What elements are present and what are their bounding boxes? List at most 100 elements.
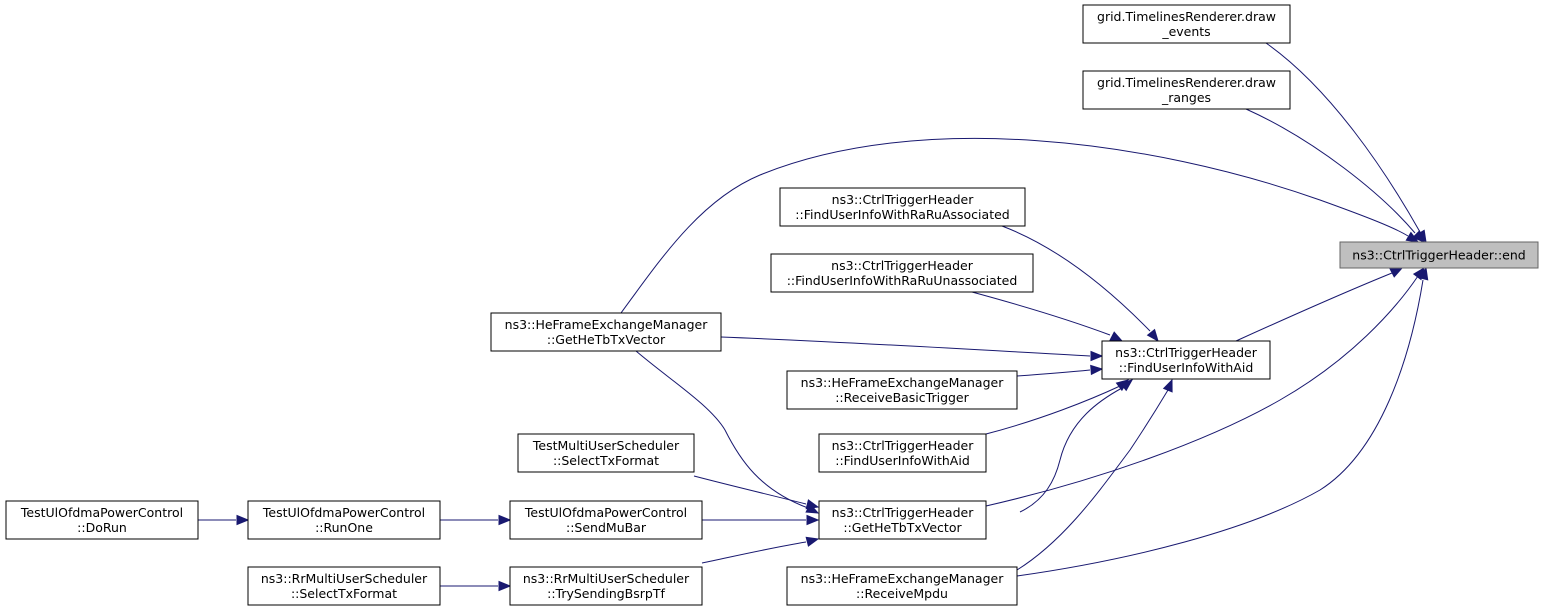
node-box [509,500,703,540]
edge-line [620,137,1409,314]
edge-ctrl_get_tb-to-find_aid [1019,379,1134,513]
node-box [1101,340,1271,380]
arrowhead-icon [498,514,512,526]
node-find-ra-assoc[interactable]: ns3::CtrlTriggerHeader::FindUserInfoWith… [779,187,1026,227]
arrowhead-icon [806,514,820,526]
edge-find_ra_assoc-to-find_aid [1001,225,1159,343]
node-label: ::FindUserInfoWithRaRuUnassociated [787,273,1018,288]
node-label: ::GetHeTbTxVector [843,520,962,535]
arrowhead-icon [1418,266,1429,281]
node-box [509,566,703,606]
edge-ctrl_get_tb-to-end [985,266,1425,507]
node-box [1339,241,1539,269]
node-label: TestMultiUserScheduler [532,438,680,453]
node-label: ns3::CtrlTriggerHeader [832,505,975,520]
arrowhead-icon [1090,364,1104,376]
arrowhead-icon [1162,378,1173,393]
node-hefem-recv-mpdu[interactable]: ns3::HeFrameExchangeManager::ReceiveMpdu [786,566,1018,606]
edge-line [635,350,809,509]
edge-line [1001,225,1151,332]
node-box [779,187,1026,227]
edge-line [1235,272,1393,342]
node-tmus-select[interactable]: TestMultiUserScheduler::SelectTxFormat [517,433,695,473]
edge-find_aid-to-end [1235,267,1404,342]
arrowhead-icon [1146,328,1159,343]
node-box [5,500,199,540]
edge-line [1245,108,1416,234]
edge-line [971,291,1111,336]
node-find-ra-unassoc[interactable]: ns3::CtrlTriggerHeader::FindUserInfoWith… [770,253,1034,293]
node-draw-events[interactable]: grid.TimelinesRenderer.draw_events [1082,4,1291,44]
edge-line [701,541,807,564]
edge-hefem_recv_basic-to-find_aid [1016,364,1104,377]
node-box [247,566,441,606]
node-label: ::RunOne [315,520,373,535]
edge-line [1016,369,1091,377]
node-rr-try[interactable]: ns3::RrMultiUserScheduler::TrySendingBsr… [509,566,703,606]
node-hefem-recv-basic[interactable]: ns3::HeFrameExchangeManager::ReceiveBasi… [786,370,1018,410]
node-tulo-send[interactable]: TestUlOfdmaPowerControl::SendMuBar [509,500,703,540]
node-label: ::TrySendingBsrpTf [547,586,665,601]
edge-hefem_get_tb-to-end [620,137,1420,314]
edge-draw_ranges-to-end [1245,108,1425,243]
node-rr-select[interactable]: ns3::RrMultiUserScheduler::SelectTxForma… [247,566,441,606]
edge-tulo_send-to-ctrl_get_tb [702,514,820,526]
node-label: ::FindUserInfoWithAid [1119,360,1254,375]
node-box [786,370,1018,410]
node-label: ::SelectTxFormat [553,453,659,468]
edge-line [720,336,1091,357]
node-find-aid[interactable]: ns3::CtrlTriggerHeader::FindUserInfoWith… [1101,340,1271,380]
node-label: grid.TimelinesRenderer.draw [1097,9,1276,24]
node-label: ns3::RrMultiUserScheduler [523,571,690,586]
arrowhead-icon [1119,379,1134,392]
arrowhead-icon [1109,331,1124,342]
edge-line [985,385,1121,435]
node-end[interactable]: ns3::CtrlTriggerHeader::end [1339,241,1539,269]
node-tulo-dorun[interactable]: TestUlOfdmaPowerControl::DoRun [5,500,199,540]
node-box [490,312,722,352]
nodes-layer: ns3::CtrlTriggerHeader::end grid.Timeline… [5,4,1539,606]
node-label: ::SelectTxFormat [291,586,397,601]
node-label: ns3::CtrlTriggerHeader [831,258,974,273]
edge-find_ra_unassoc-to-find_aid [971,291,1124,342]
node-label: TestUlOfdmaPowerControl [20,505,183,520]
arrowhead-icon [805,536,820,547]
arrowhead-icon [1412,230,1425,243]
node-draw-ranges[interactable]: grid.TimelinesRenderer.draw_ranges [1082,70,1291,110]
edge-hefem_get_tb-to-find_aid [720,336,1104,362]
node-box [818,433,987,473]
edge-line [1019,387,1123,513]
edge-tulo_run-to-tulo_send [440,514,512,526]
node-box [1082,4,1291,44]
node-find-aid-const[interactable]: ns3::CtrlTriggerHeader::FindUserInfoWith… [818,433,987,473]
node-ctrl-get-tb[interactable]: ns3::CtrlTriggerHeader::GetHeTbTxVector [818,500,987,540]
node-label: ns3::HeFrameExchangeManager [801,375,1005,390]
edge-rr_try-to-ctrl_get_tb [701,536,820,564]
node-label: ns3::CtrlTriggerHeader [1115,345,1258,360]
arrowhead-icon [1405,231,1420,243]
arrowhead-icon [236,514,250,526]
node-label: ::GetHeTbTxVector [547,332,666,347]
edge-line [1016,389,1169,571]
node-label: ::FindUserInfoWithRaRuAssociated [795,207,1009,222]
edge-rr_select-to-rr_try [440,580,512,592]
node-tulo-run[interactable]: TestUlOfdmaPowerControl::RunOne [247,500,441,540]
node-label: ns3::CtrlTriggerHeader [832,438,975,453]
node-box [818,500,987,540]
node-label: TestUlOfdmaPowerControl [262,505,425,520]
edge-tulo_dorun-to-tulo_run [198,514,250,526]
edge-line [693,475,807,505]
node-hefem-get-tb[interactable]: ns3::HeFrameExchangeManager::GetHeTbTxVe… [490,312,722,352]
node-label: _ranges [1161,90,1211,105]
node-label: ::ReceiveMpdu [856,586,948,601]
node-label: ns3::HeFrameExchangeManager [505,317,709,332]
node-label: ns3::CtrlTriggerHeader [832,192,975,207]
node-box [247,500,441,540]
edges-layer [198,42,1429,592]
node-label: ::FindUserInfoWithAid [835,453,970,468]
node-box [517,433,695,473]
node-box [770,253,1034,293]
arrowhead-icon [498,580,512,592]
edge-line [1265,42,1421,233]
node-label: _events [1161,24,1210,39]
